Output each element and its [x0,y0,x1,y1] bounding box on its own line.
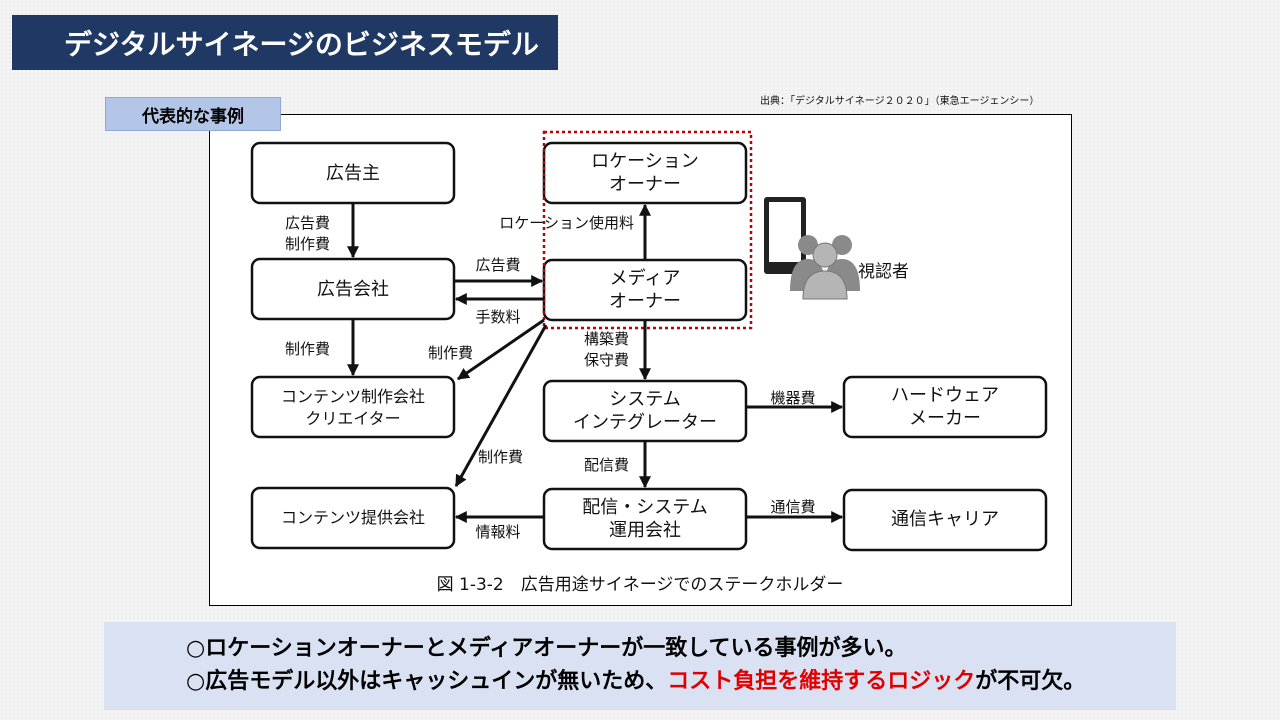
svg-text:クリエイター: クリエイター [305,409,400,428]
figure-caption: 図 1-3-2 広告用途サイネージでのステークホルダー [437,575,844,595]
edge-label-ad-fee: 広告費 [285,214,330,232]
svg-text:通信キャリア: 通信キャリア [891,509,999,530]
node-carrier: 通信キャリア [842,488,1048,552]
page-title-text: デジタルサイネージのビジネスモデル [64,27,539,61]
svg-text:ハードウェア: ハードウェア [891,385,999,406]
viewer-people-icon [790,235,860,300]
section-tag-text: 代表的な事例 [142,106,244,127]
node-content-producer: コンテンツ制作会社 クリエイター [250,375,456,439]
note-line-2-suffix: が不可欠。 [975,669,1086,694]
note-line-2-prefix: ○広告モデル以外はキャッシュインが無いため、 [186,669,668,694]
edge-label-location-fee: ロケーション使用料 [499,214,634,232]
svg-text:メーカー: メーカー [909,408,981,429]
edge-label-delivery-fee: 配信費 [584,456,629,474]
edge-label-agency-producer: 制作費 [285,340,330,358]
note-line-2: ○広告モデル以外はキャッシュインが無いため、コスト負担を維持するロジックが不可欠… [186,665,1176,698]
svg-text:運用会社: 運用会社 [609,520,681,541]
edge-label-production-fee: 制作費 [285,235,330,253]
signage-display-icon [764,197,806,274]
owner-highlight-frame [542,130,753,330]
svg-text:広告主: 広告主 [326,163,380,184]
edge-label-commission: 手数料 [475,308,520,326]
edge-label-media-producer: 制作費 [428,344,473,362]
svg-text:オーナー: オーナー [609,291,681,312]
section-tag: 代表的な事例 [105,97,281,131]
svg-text:メディア: メディア [610,268,681,289]
node-ad-agency: 広告会社 [250,257,456,321]
svg-text:オーナー: オーナー [609,174,681,195]
node-advertiser: 広告主 [250,141,456,205]
node-location-owner: ロケーション オーナー [542,141,748,205]
svg-text:コンテンツ制作会社: コンテンツ制作会社 [281,387,425,406]
svg-text:ロケーション: ロケーション [591,151,699,172]
svg-text:広告会社: 広告会社 [317,279,389,300]
edge-label-comm-fee: 通信費 [770,498,815,516]
svg-text:インテグレーター: インテグレーター [573,412,717,433]
svg-text:配信・システム: 配信・システム [582,497,707,518]
edge-label-agency-media: 広告費 [475,256,520,274]
node-delivery-operator: 配信・システム 運用会社 [542,487,748,551]
svg-text:システム: システム [609,389,680,410]
edge-label-maintenance-fee: 保守費 [584,351,629,369]
node-hardware-maker: ハードウェア メーカー [842,375,1048,439]
diagram-figure: 広告主 広告会社 コンテンツ制作会社 クリエイター コンテンツ提供会社 ロケーシ… [209,114,1072,606]
stakeholder-diagram: 広告主 広告会社 コンテンツ制作会社 クリエイター コンテンツ提供会社 ロケーシ… [250,130,1048,595]
page-title: デジタルサイネージのビジネスモデル [12,15,558,70]
svg-text:コンテンツ提供会社: コンテンツ提供会社 [281,508,425,527]
note-line-2-highlight: コスト負担を維持するロジック [667,669,976,694]
source-citation: 出典：「デジタルサイネージ２０２０」（東急エージェンシー） [760,96,1040,107]
edge-label-info-fee: 情報料 [475,523,520,541]
edge-label-build-fee: 構築費 [584,330,629,348]
node-media-owner: メディア オーナー [542,258,748,322]
arrow-media-producer [457,318,545,381]
note-line-1: ○ロケーションオーナーとメディアオーナーが一致している事例が多い。 [186,636,907,661]
edge-label-media-provider: 制作費 [478,448,523,466]
arrow-media-provider [454,324,548,488]
node-content-provider: コンテンツ提供会社 [250,486,456,550]
edge-label-equipment-fee: 機器費 [770,389,815,407]
viewer-label: 視認者 [858,262,909,282]
node-system-integrator: システム インテグレーター [542,379,748,443]
notes-box: ○ロケーションオーナーとメディアオーナーが一致している事例が多い。 ○広告モデル… [104,622,1176,710]
